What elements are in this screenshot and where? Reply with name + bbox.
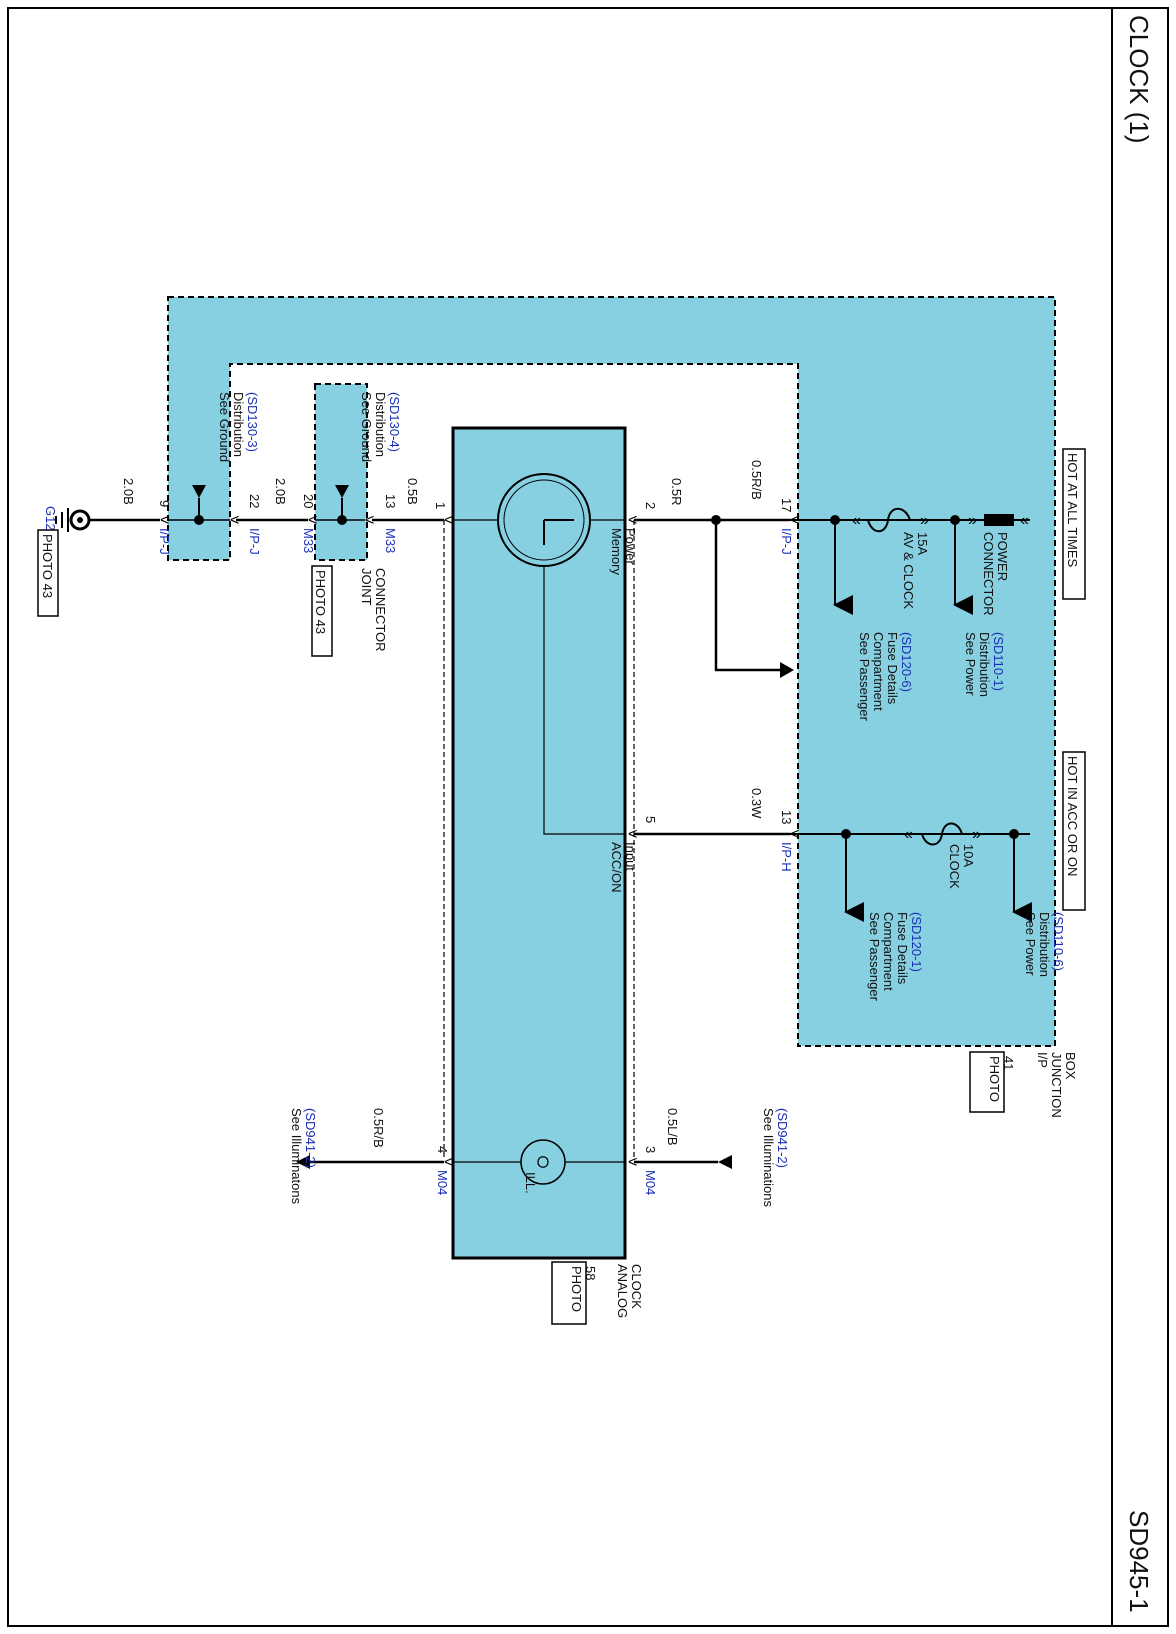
wire-20B-mid-label: 2.0B [273,478,288,505]
ground-ref-arrow-icon [192,485,206,498]
power-connector-label: POWER CONNECTOR [981,532,1010,616]
connector-pin-icon: < [230,512,239,529]
ref-power-6: See Power Distribution (SD110-6) [1023,912,1066,981]
wire-05RB-label: 0.5R/B [749,460,764,500]
connector-pin-icon: < [160,512,169,529]
ground-id: G12 [43,506,58,531]
chevron-icon: » [920,512,929,529]
pin-joint-13: 13 [383,494,398,508]
pin-17: 17 [779,498,794,512]
ref-ground-4: See Ground Distribution (SD130-4) [359,392,402,466]
hot-in-acc-label: HOT IN ACC OR ON [1065,756,1080,876]
fuse-av-clock-icon [867,507,911,533]
jb-photo-label: PHOTO 41 [987,1056,1016,1106]
conn-m04-in: M04 [643,1170,658,1195]
jb-photo-box [969,1051,1005,1113]
pin-ipj-22: 22 [247,494,262,508]
conn-m04-out: M04 [435,1170,450,1195]
joint-connector-label: JOINT CONNECTOR [359,568,388,652]
ground-photo-label: PHOTO 43 [40,534,55,598]
chevron-icon: « [852,512,861,529]
clock-face-icon [497,473,591,567]
ref-ground-3: See Ground Distribution (SD130-3) [217,392,260,466]
chevron-icon: » [972,826,981,843]
connector-pin-icon: < [444,1154,453,1171]
branch-to-pcfd [714,520,780,672]
ground-ref-arrow-icon [335,485,349,498]
acc-on-input-label: ACC/ON Input [609,842,638,896]
ref-power-1: See Power Distribution (SD110-1) [963,632,1006,701]
pin-clock-1: 1 [433,502,448,509]
wire-05R-label: 0.5R [669,478,684,505]
illum-out-ref: See Illuminatons (SD941-2) [289,1108,318,1208]
connector-pin-icon: < [628,1154,637,1171]
pin-ipj-9: 9 [157,500,172,507]
pin-clock-2: 2 [643,502,658,509]
page-code: SD945-1 [1124,1510,1154,1613]
connector-pin-icon: < [444,512,453,529]
analog-clock-label: ANALOG CLOCK [615,1264,644,1322]
hot-at-all-times-label: HOT AT ALL TIMES [1065,453,1080,567]
chevron-icon: » [968,512,977,529]
memory-power-label: Memory Power [609,528,638,579]
conn-iph-13: I/P-H [779,842,794,872]
fuse-clock-icon [921,822,963,846]
conn-ipj-17: I/P-J [779,528,794,555]
conn-ipj-22: I/P-J [247,528,262,555]
connector-pin-icon: < [308,512,317,529]
pin-joint-20: 20 [301,494,316,508]
clock-photo-box [551,1261,587,1325]
ill-label: ILL. [523,1172,538,1194]
ground-photo-box [37,529,59,617]
lamp-icon [520,1139,566,1185]
conn-ipj-9: I/P-J [157,528,172,555]
pin-13-iph: 13 [779,810,794,824]
illum-in-arrow-icon [718,1155,732,1169]
junction-box-label: I/P JUNCTION BOX [1035,1052,1078,1121]
conn-m33-13: M33 [383,528,398,553]
connector-pin-icon: < [365,512,374,529]
pin-clock-5: 5 [643,816,658,823]
wire-20B-low-label: 2.0B [121,478,136,505]
ref-pcfd-6: See Passenger Compartment Fuse Details (… [857,632,914,725]
page-border [7,7,1169,1627]
page-title: CLOCK (1) [1124,15,1154,144]
power-connector-bar [984,514,1014,526]
illum-in-ref: See Illuminations (SD941-2) [761,1108,790,1211]
connector-pin-icon: < [628,512,637,529]
connector-pin-icon: < [628,826,637,843]
arrow-right-icon [780,662,794,678]
fuse-av-clock-label: AV & CLOCK 15A [901,532,930,613]
hot-in-acc-box [1062,751,1086,911]
illum-out-arrow-icon [296,1155,310,1169]
clock-photo-label: PHOTO 58 [569,1266,598,1316]
joint-connector-box [314,383,368,561]
ground-symbol-icon [55,508,91,532]
pin-clock-3: 3 [643,1146,658,1153]
wire-05RB-ill-label: 0.5R/B [371,1108,386,1148]
chevron-icon: « [1020,512,1029,529]
conn-m33-20: M33 [301,528,316,553]
fuse-clock-label: CLOCK 10A [947,844,976,892]
internal-acc [543,545,625,835]
pin-clock-4: 4 [435,1146,450,1153]
joint-photo-label: PHOTO 43 [313,570,328,634]
wire-05LB-label: 0.5L/B [665,1108,680,1146]
connector-pin-icon: < [790,826,799,843]
hot-at-all-times-box [1062,448,1086,600]
chevron-icon: « [904,826,913,843]
connector-pin-icon: < [790,512,799,529]
joint-photo-box [311,565,333,657]
ref-pcfd-1: See Passenger Compartment Fuse Details (… [867,912,924,1005]
junction-box [167,296,1056,1047]
wire-05B-label: 0.5B [405,478,420,505]
wire-03W-label: 0.3W [749,788,764,819]
